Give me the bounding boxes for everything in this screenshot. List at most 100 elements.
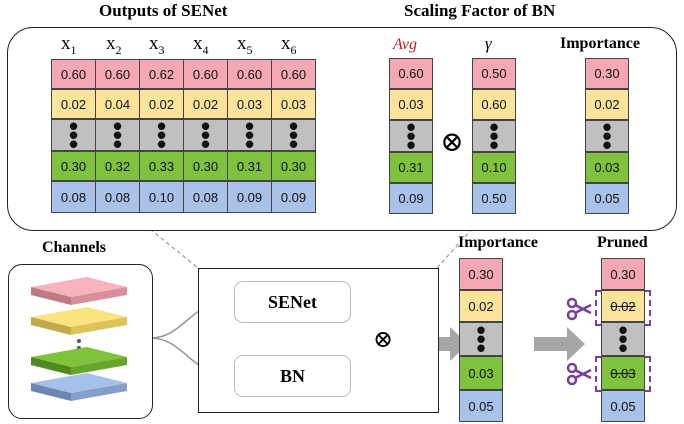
senet-cell: 0.60 bbox=[51, 59, 96, 89]
dashed-connector-left bbox=[149, 228, 199, 269]
gamma-value: 0.60 bbox=[481, 97, 507, 112]
senet-value: 0.09 bbox=[280, 189, 307, 205]
senet-value: 0.32 bbox=[104, 158, 131, 174]
avg-value: 0.31 bbox=[398, 160, 424, 175]
importance-lower-value: 0.03 bbox=[468, 365, 494, 381]
senet-cell: 0.60 bbox=[95, 59, 140, 89]
senet-value: 0.09 bbox=[236, 189, 263, 205]
senet-cell: 0.60 bbox=[227, 59, 272, 89]
avg-value: 0.03 bbox=[398, 97, 424, 112]
senet-value: 0.02 bbox=[148, 96, 175, 112]
pruned-cell: 0.03 bbox=[601, 356, 645, 390]
senet-value: 0.60 bbox=[236, 66, 263, 82]
senet-ellipsis: ••• bbox=[271, 113, 316, 157]
senet-cell: 0.33 bbox=[139, 151, 184, 181]
column-label-x3: x3 bbox=[149, 33, 165, 57]
multiply-icon: ⊗ bbox=[440, 127, 464, 158]
importance-cell: 0.02 bbox=[585, 89, 629, 120]
gamma-cell: 0.50 bbox=[472, 58, 516, 89]
senet-value: 0.31 bbox=[236, 158, 263, 174]
avg-ellipsis: ••• bbox=[389, 114, 433, 158]
avg-header: Avg bbox=[393, 36, 417, 53]
senet-value: 0.33 bbox=[148, 158, 175, 174]
senet-cell: 0.10 bbox=[139, 181, 184, 213]
gamma-value: 0.10 bbox=[481, 160, 507, 175]
senet-cell: 0.30 bbox=[51, 151, 96, 181]
gamma-value: 0.50 bbox=[481, 191, 507, 206]
senet-cell: 0.62 bbox=[139, 59, 184, 89]
senet-cell: 0.09 bbox=[271, 181, 316, 213]
gamma-ellipsis: ••• bbox=[472, 114, 516, 158]
senet-cell: 0.60 bbox=[271, 59, 316, 89]
importance-lower-cell: 0.03 bbox=[459, 356, 503, 390]
bn-block: BN bbox=[234, 355, 351, 397]
pruned-cell: 0.05 bbox=[601, 390, 645, 422]
senet-cell: 0.03 bbox=[271, 89, 316, 119]
senet-value: 0.62 bbox=[148, 66, 175, 82]
senet-cell: 0.02 bbox=[51, 89, 96, 119]
senet-value: 0.04 bbox=[104, 96, 131, 112]
importance-lower-cell: 0.05 bbox=[459, 390, 503, 422]
avg-value: 0.09 bbox=[398, 191, 424, 206]
gamma-value: 0.50 bbox=[481, 66, 507, 81]
senet-value: 0.02 bbox=[192, 96, 219, 112]
senet-cell: 0.02 bbox=[139, 89, 184, 119]
senet-value: 0.30 bbox=[280, 158, 307, 174]
senet-ellipsis: ••• bbox=[139, 113, 184, 157]
gamma-cell: 0.10 bbox=[472, 152, 516, 183]
avg-cell: 0.03 bbox=[389, 89, 433, 120]
senet-block: SENet bbox=[234, 281, 351, 323]
importance-lower-title: Importance bbox=[458, 234, 538, 251]
pruned-cell: 0.30 bbox=[601, 258, 645, 290]
senet-value: 0.60 bbox=[60, 66, 87, 82]
senet-cell: 0.02 bbox=[183, 89, 228, 119]
importance-cell: 0.05 bbox=[585, 183, 629, 214]
importance-value: 0.30 bbox=[594, 66, 620, 81]
senet-value: 0.03 bbox=[280, 96, 307, 112]
pruned-value: 0.30 bbox=[610, 266, 636, 282]
importance-value: 0.03 bbox=[594, 160, 620, 175]
pipeline-multiply-icon: ⊗ bbox=[372, 327, 394, 353]
senet-cell: 0.30 bbox=[183, 151, 228, 181]
avg-value: 0.60 bbox=[398, 66, 424, 81]
dashed-connector-right bbox=[436, 228, 473, 269]
arrow-to-pruned bbox=[534, 327, 585, 361]
pruned-value: 0.03 bbox=[610, 365, 636, 381]
senet-cell: 0.04 bbox=[95, 89, 140, 119]
channels-panel bbox=[8, 264, 153, 419]
senet-cell: 0.31 bbox=[227, 151, 272, 181]
senet-ellipsis: ••• bbox=[183, 113, 228, 157]
column-label-x5: x5 bbox=[237, 33, 253, 57]
senet-cell: 0.03 bbox=[227, 89, 272, 119]
avg-cell: 0.60 bbox=[389, 58, 433, 89]
channel-layer-pink bbox=[31, 277, 127, 297]
scissors-icon bbox=[566, 297, 592, 321]
pruned-value: 0.02 bbox=[610, 298, 636, 314]
importance-lower-ellipsis: ••• bbox=[459, 317, 503, 361]
bn-scaling-title: Scaling Factor of BN bbox=[404, 1, 556, 20]
importance-value: 0.02 bbox=[594, 97, 620, 112]
column-label-x1: x1 bbox=[61, 33, 77, 57]
senet-cell: 0.08 bbox=[51, 181, 96, 213]
importance-lower-value: 0.05 bbox=[468, 398, 494, 414]
importance-ellipsis: ••• bbox=[585, 114, 629, 158]
senet-cell: 0.60 bbox=[183, 59, 228, 89]
gamma-cell: 0.60 bbox=[472, 89, 516, 120]
importance-cell: 0.03 bbox=[585, 152, 629, 183]
senet-value: 0.08 bbox=[192, 189, 219, 205]
senet-value: 0.60 bbox=[192, 66, 219, 82]
senet-value: 0.60 bbox=[280, 66, 307, 82]
senet-cell: 0.30 bbox=[271, 151, 316, 181]
column-label-x2: x2 bbox=[106, 33, 122, 57]
senet-cell: 0.08 bbox=[183, 181, 228, 213]
pruned-title: Pruned bbox=[597, 234, 648, 251]
importance-lower-value: 0.30 bbox=[468, 266, 494, 282]
pruned-cell: 0.02 bbox=[601, 290, 645, 322]
gamma-cell: 0.50 bbox=[472, 183, 516, 214]
channel-layer-green bbox=[31, 347, 127, 367]
pruned-value: 0.05 bbox=[610, 398, 636, 414]
arrow-to-lower-importance bbox=[418, 327, 468, 361]
column-label-x4: x4 bbox=[193, 33, 209, 57]
senet-value: 0.08 bbox=[60, 189, 87, 205]
senet-value: 0.08 bbox=[104, 189, 131, 205]
